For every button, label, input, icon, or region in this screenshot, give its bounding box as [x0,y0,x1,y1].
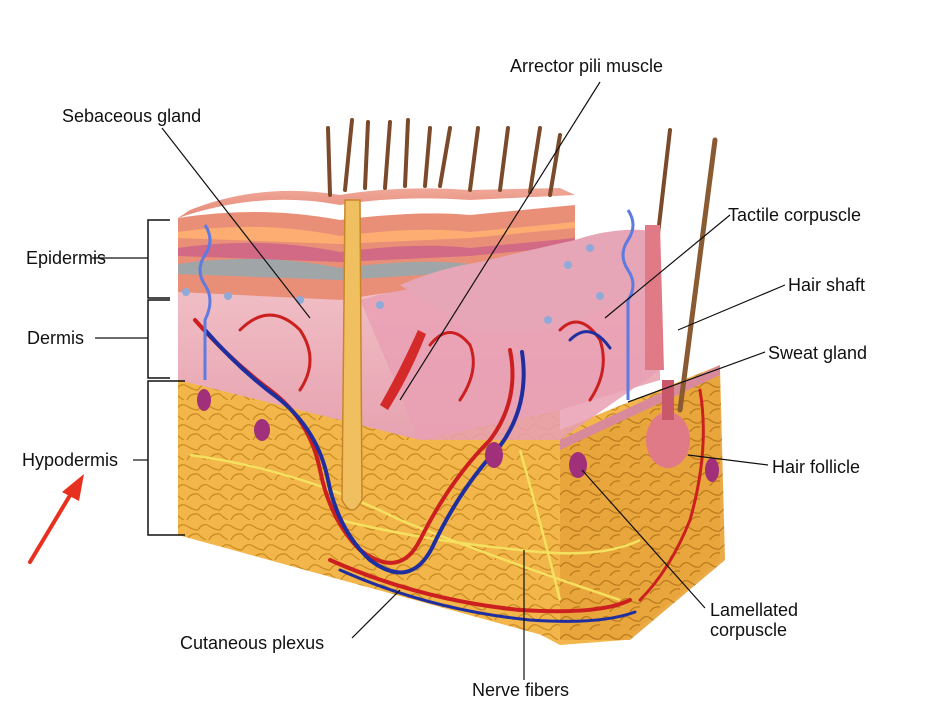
label-lamellated-line2: corpuscle [710,620,788,640]
leader-lines [92,81,786,680]
label-hair-shaft: Hair shaft [788,275,866,295]
label-nerve-fibers: Nerve fibers [472,680,570,700]
bracket-hypodermis [147,380,185,536]
label-arrector-pili-muscle: Arrector pili muscle [510,56,664,76]
leader-hair-follicle [687,454,769,466]
label-tactile-corpuscle: Tactile corpuscle [728,205,862,225]
blood-vessels [193,313,705,623]
label-lamellated-line1: Lamellated [710,600,799,620]
leader-sebaceous [161,127,311,319]
leader-tactile [604,214,731,319]
bracket-epidermis [147,219,170,299]
label-epidermis: Epidermis [26,248,107,268]
dermis-exposed-surface [400,229,660,333]
label-dermis: Dermis [27,328,84,348]
nerve-fibers [189,449,641,602]
label-sebaceous-gland: Sebaceous gland [62,106,202,126]
label-hair-follicle: Hair follicle [772,457,861,477]
annotation-arrow [28,474,84,564]
hair-shafts [326,118,718,413]
leader-lamellated [581,469,706,609]
leader-sweat-gland [627,351,766,403]
label-lamellated-corpuscle: Lamellated corpuscle [710,600,798,640]
leader-cutaneous-plexus [351,589,401,639]
tactile-corpuscles [182,244,604,324]
leader-arrector-pili [399,81,601,401]
label-hypodermis: Hypodermis [22,450,119,470]
lamellated-corpuscles [197,389,719,482]
sweat-glands [198,209,635,400]
label-sweat-gland: Sweat gland [768,343,868,363]
layer-brackets [147,219,185,536]
bracket-dermis [147,299,170,379]
center-hair-follicle [341,199,363,511]
hypodermis-layer [178,365,725,645]
leader-hair-shaft [677,284,786,331]
label-cutaneous-plexus: Cutaneous plexus [180,633,325,653]
right-hair-follicle [645,225,690,468]
arrector-pili-muscle [380,330,426,410]
